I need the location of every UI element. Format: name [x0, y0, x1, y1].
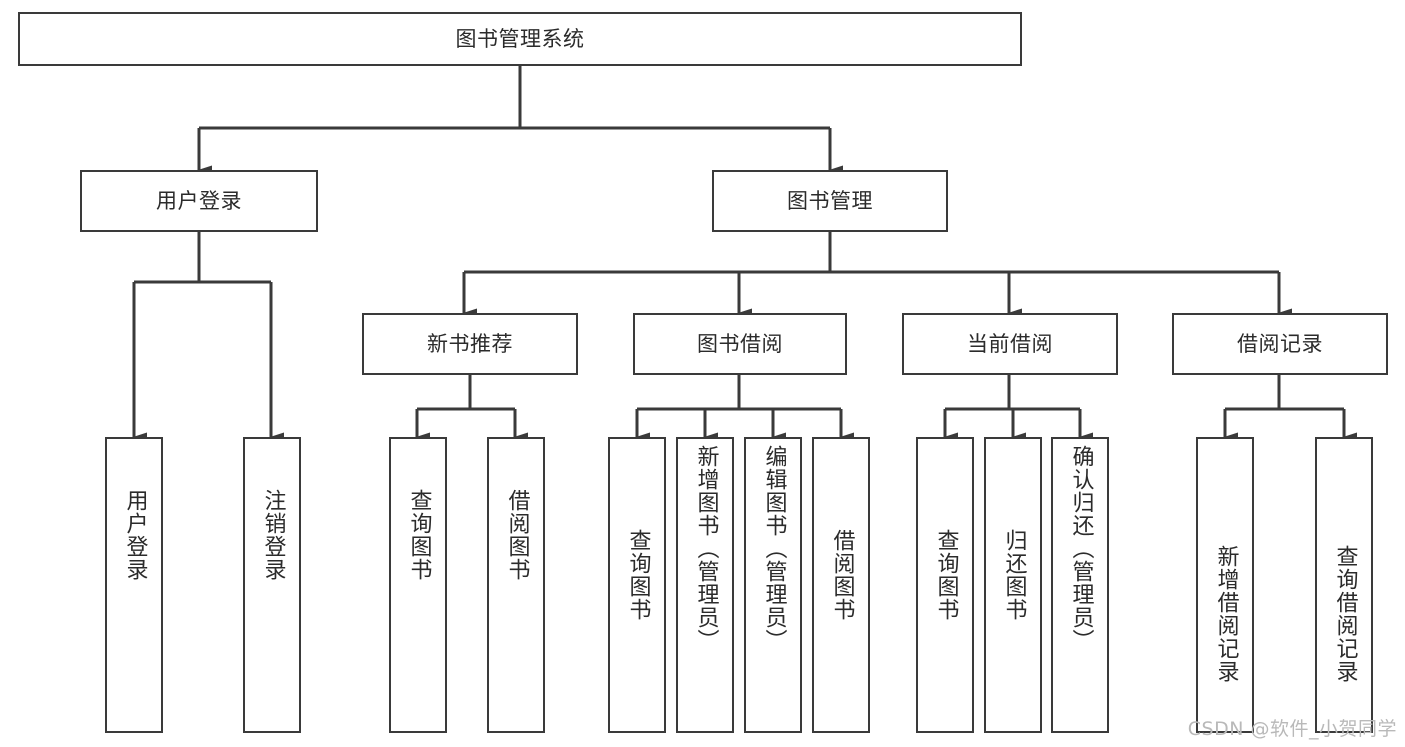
leaf-borrow-records-add-record-label: 新增借阅记录	[1213, 545, 1239, 683]
leaf-book-borrow-add-book-admin-label: 新增图书（管理员）	[693, 445, 719, 652]
leaf-book-borrow-borrow-book-label: 借阅图书	[829, 529, 855, 621]
node-current-borrow-label: 当前借阅	[967, 331, 1053, 356]
leaf-current-borrow-query-book-label: 查询图书	[933, 529, 959, 621]
leaf-user-login-login[interactable]: 用户登录	[105, 437, 163, 733]
leaf-current-borrow-confirm-return-admin-label: 确认归还（管理员）	[1068, 445, 1094, 652]
leaf-book-borrow-edit-book-admin[interactable]: 编辑图书（管理员）	[744, 437, 802, 733]
leaf-user-login-login-label: 用户登录	[122, 489, 148, 581]
leaf-current-borrow-confirm-return-admin[interactable]: 确认归还（管理员）	[1051, 437, 1109, 733]
leaf-borrow-records-query-record-label: 查询借阅记录	[1332, 545, 1358, 683]
leaf-book-borrow-add-book-admin[interactable]: 新增图书（管理员）	[676, 437, 734, 733]
leaf-new-book-borrow-book[interactable]: 借阅图书	[487, 437, 545, 733]
leaf-new-book-query-book-label: 查询图书	[406, 489, 432, 581]
node-user-login[interactable]: 用户登录	[80, 170, 318, 232]
node-root[interactable]: 图书管理系统	[18, 12, 1022, 66]
node-book-management[interactable]: 图书管理	[712, 170, 948, 232]
leaf-borrow-records-add-record[interactable]: 新增借阅记录	[1196, 437, 1254, 733]
node-current-borrow[interactable]: 当前借阅	[902, 313, 1118, 375]
leaf-book-borrow-query-book-label: 查询图书	[625, 529, 651, 621]
leaf-book-borrow-query-book[interactable]: 查询图书	[608, 437, 666, 733]
node-borrow-records-label: 借阅记录	[1237, 331, 1323, 356]
leaf-new-book-borrow-book-label: 借阅图书	[504, 489, 530, 581]
node-book-borrow-label: 图书借阅	[697, 331, 783, 356]
node-new-book-recommend-label: 新书推荐	[427, 331, 513, 356]
node-book-borrow[interactable]: 图书借阅	[633, 313, 847, 375]
csdn-watermark: CSDN @软件_小贺同学	[1187, 718, 1397, 740]
node-new-book-recommend[interactable]: 新书推荐	[362, 313, 578, 375]
leaf-user-login-logout[interactable]: 注销登录	[243, 437, 301, 733]
leaf-current-borrow-return-book-label: 归还图书	[1001, 529, 1027, 621]
node-borrow-records[interactable]: 借阅记录	[1172, 313, 1388, 375]
leaf-book-borrow-borrow-book[interactable]: 借阅图书	[812, 437, 870, 733]
node-user-login-label: 用户登录	[156, 188, 242, 213]
node-book-management-label: 图书管理	[787, 188, 873, 213]
node-root-label: 图书管理系统	[455, 26, 585, 51]
leaf-new-book-query-book[interactable]: 查询图书	[389, 437, 447, 733]
leaf-borrow-records-query-record[interactable]: 查询借阅记录	[1315, 437, 1373, 733]
leaf-current-borrow-query-book[interactable]: 查询图书	[916, 437, 974, 733]
leaf-current-borrow-return-book[interactable]: 归还图书	[984, 437, 1042, 733]
leaf-book-borrow-edit-book-admin-label: 编辑图书（管理员）	[761, 445, 787, 652]
leaf-user-login-logout-label: 注销登录	[260, 489, 286, 581]
